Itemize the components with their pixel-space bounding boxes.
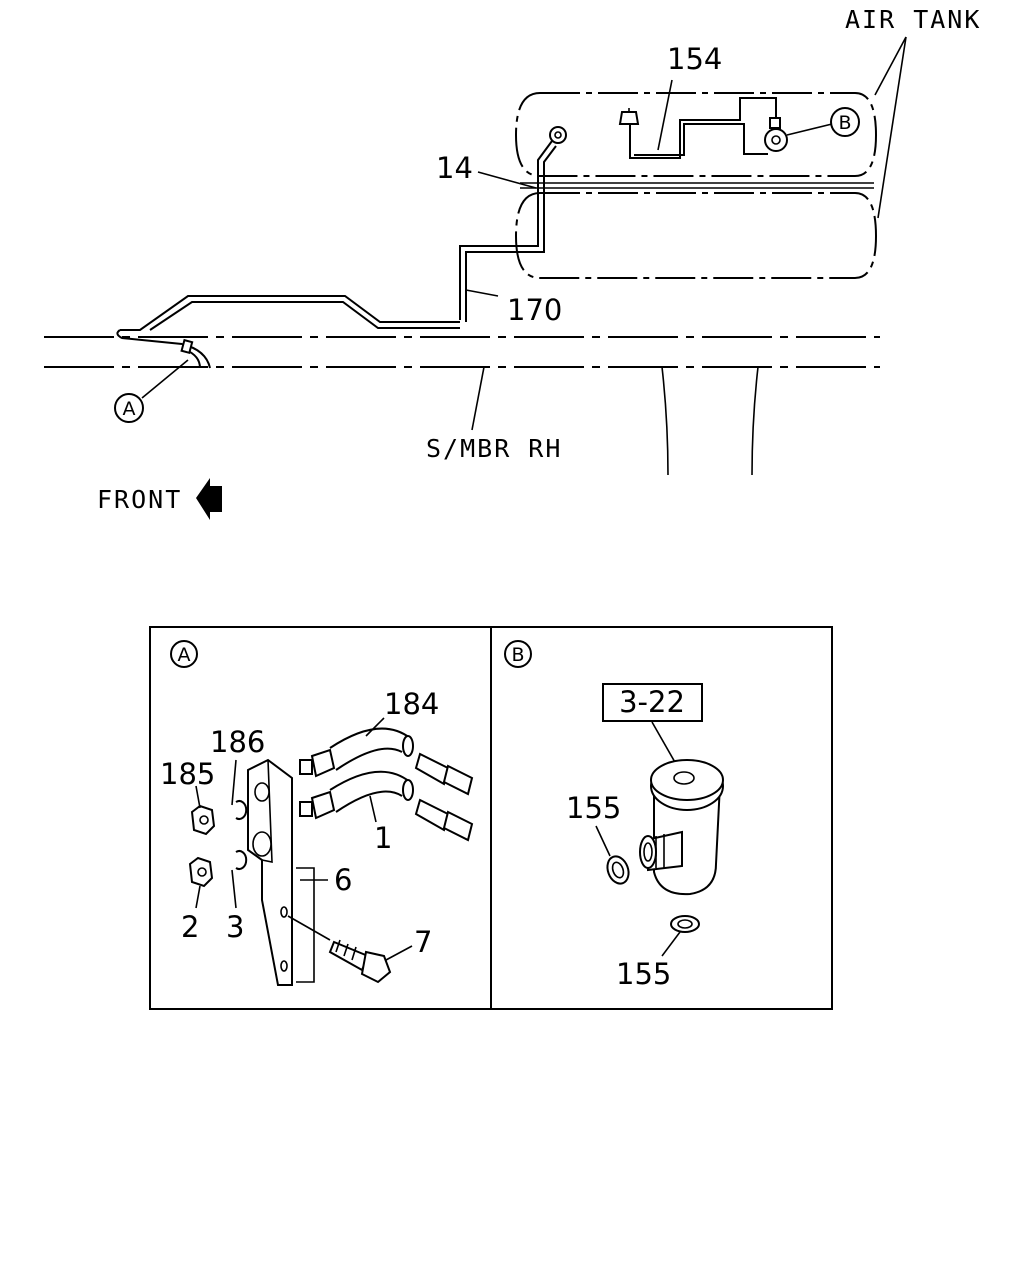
arrow-left-icon: [196, 478, 222, 520]
part-number-7: 7: [414, 925, 432, 959]
callout-b-top: B: [830, 107, 860, 137]
nut-185: [190, 804, 216, 836]
detail-b: B 3-22 155 155: [504, 640, 724, 991]
front-label: FRONT: [97, 485, 182, 514]
part-number-3-22: 3-22: [619, 685, 685, 719]
bracket: [247, 758, 293, 986]
callout-a-top: A: [114, 393, 144, 423]
tank-fitting: [549, 126, 567, 144]
part-number-186: 186: [210, 725, 265, 759]
part-number-6: 6: [334, 863, 352, 897]
o-ring-155-bottom: [670, 915, 700, 933]
part-number-155-top: 155: [566, 791, 621, 825]
part-number-185: 185: [160, 757, 215, 791]
reference-box-3-22: [602, 683, 703, 722]
side-member-frame: [44, 336, 880, 476]
bolt-7: [287, 915, 392, 984]
svg-text:A: A: [123, 398, 136, 420]
o-ring-155-top: [606, 855, 630, 885]
drain-plug: [618, 111, 640, 125]
svg-text:A: A: [178, 644, 191, 666]
detail-panels: [149, 626, 833, 1010]
callout-a-detail: A: [170, 640, 198, 668]
svg-text:B: B: [838, 112, 851, 134]
valve-body: [639, 759, 724, 896]
part-number-170: 170: [507, 293, 562, 327]
svg-text:B: B: [511, 644, 524, 666]
part-number-3: 3: [226, 910, 244, 944]
air-tank-upper: [514, 92, 878, 177]
part-number-1: 1: [374, 821, 392, 855]
side-member-label: S/MBR RH: [426, 434, 562, 463]
part-number-154: 154: [667, 42, 722, 76]
part-number-2: 2: [181, 910, 199, 944]
pipe-170: [116, 295, 460, 369]
air-tank-assembly: [459, 36, 907, 322]
washer-3: [235, 850, 248, 870]
air-tank-lower: [514, 192, 878, 279]
detail-a: A: [160, 640, 474, 986]
hose-184: [299, 727, 474, 796]
nut-2: [188, 856, 214, 888]
part-number-14: 14: [436, 151, 473, 185]
air-tank-label: AIR TANK: [845, 5, 981, 34]
part-number-155-bottom: 155: [616, 957, 671, 991]
hose-1: [299, 770, 474, 842]
part-number-184: 184: [384, 687, 439, 721]
tank-valve: [764, 128, 788, 152]
callout-b-detail: B: [504, 640, 532, 668]
washer-186: [235, 800, 248, 820]
